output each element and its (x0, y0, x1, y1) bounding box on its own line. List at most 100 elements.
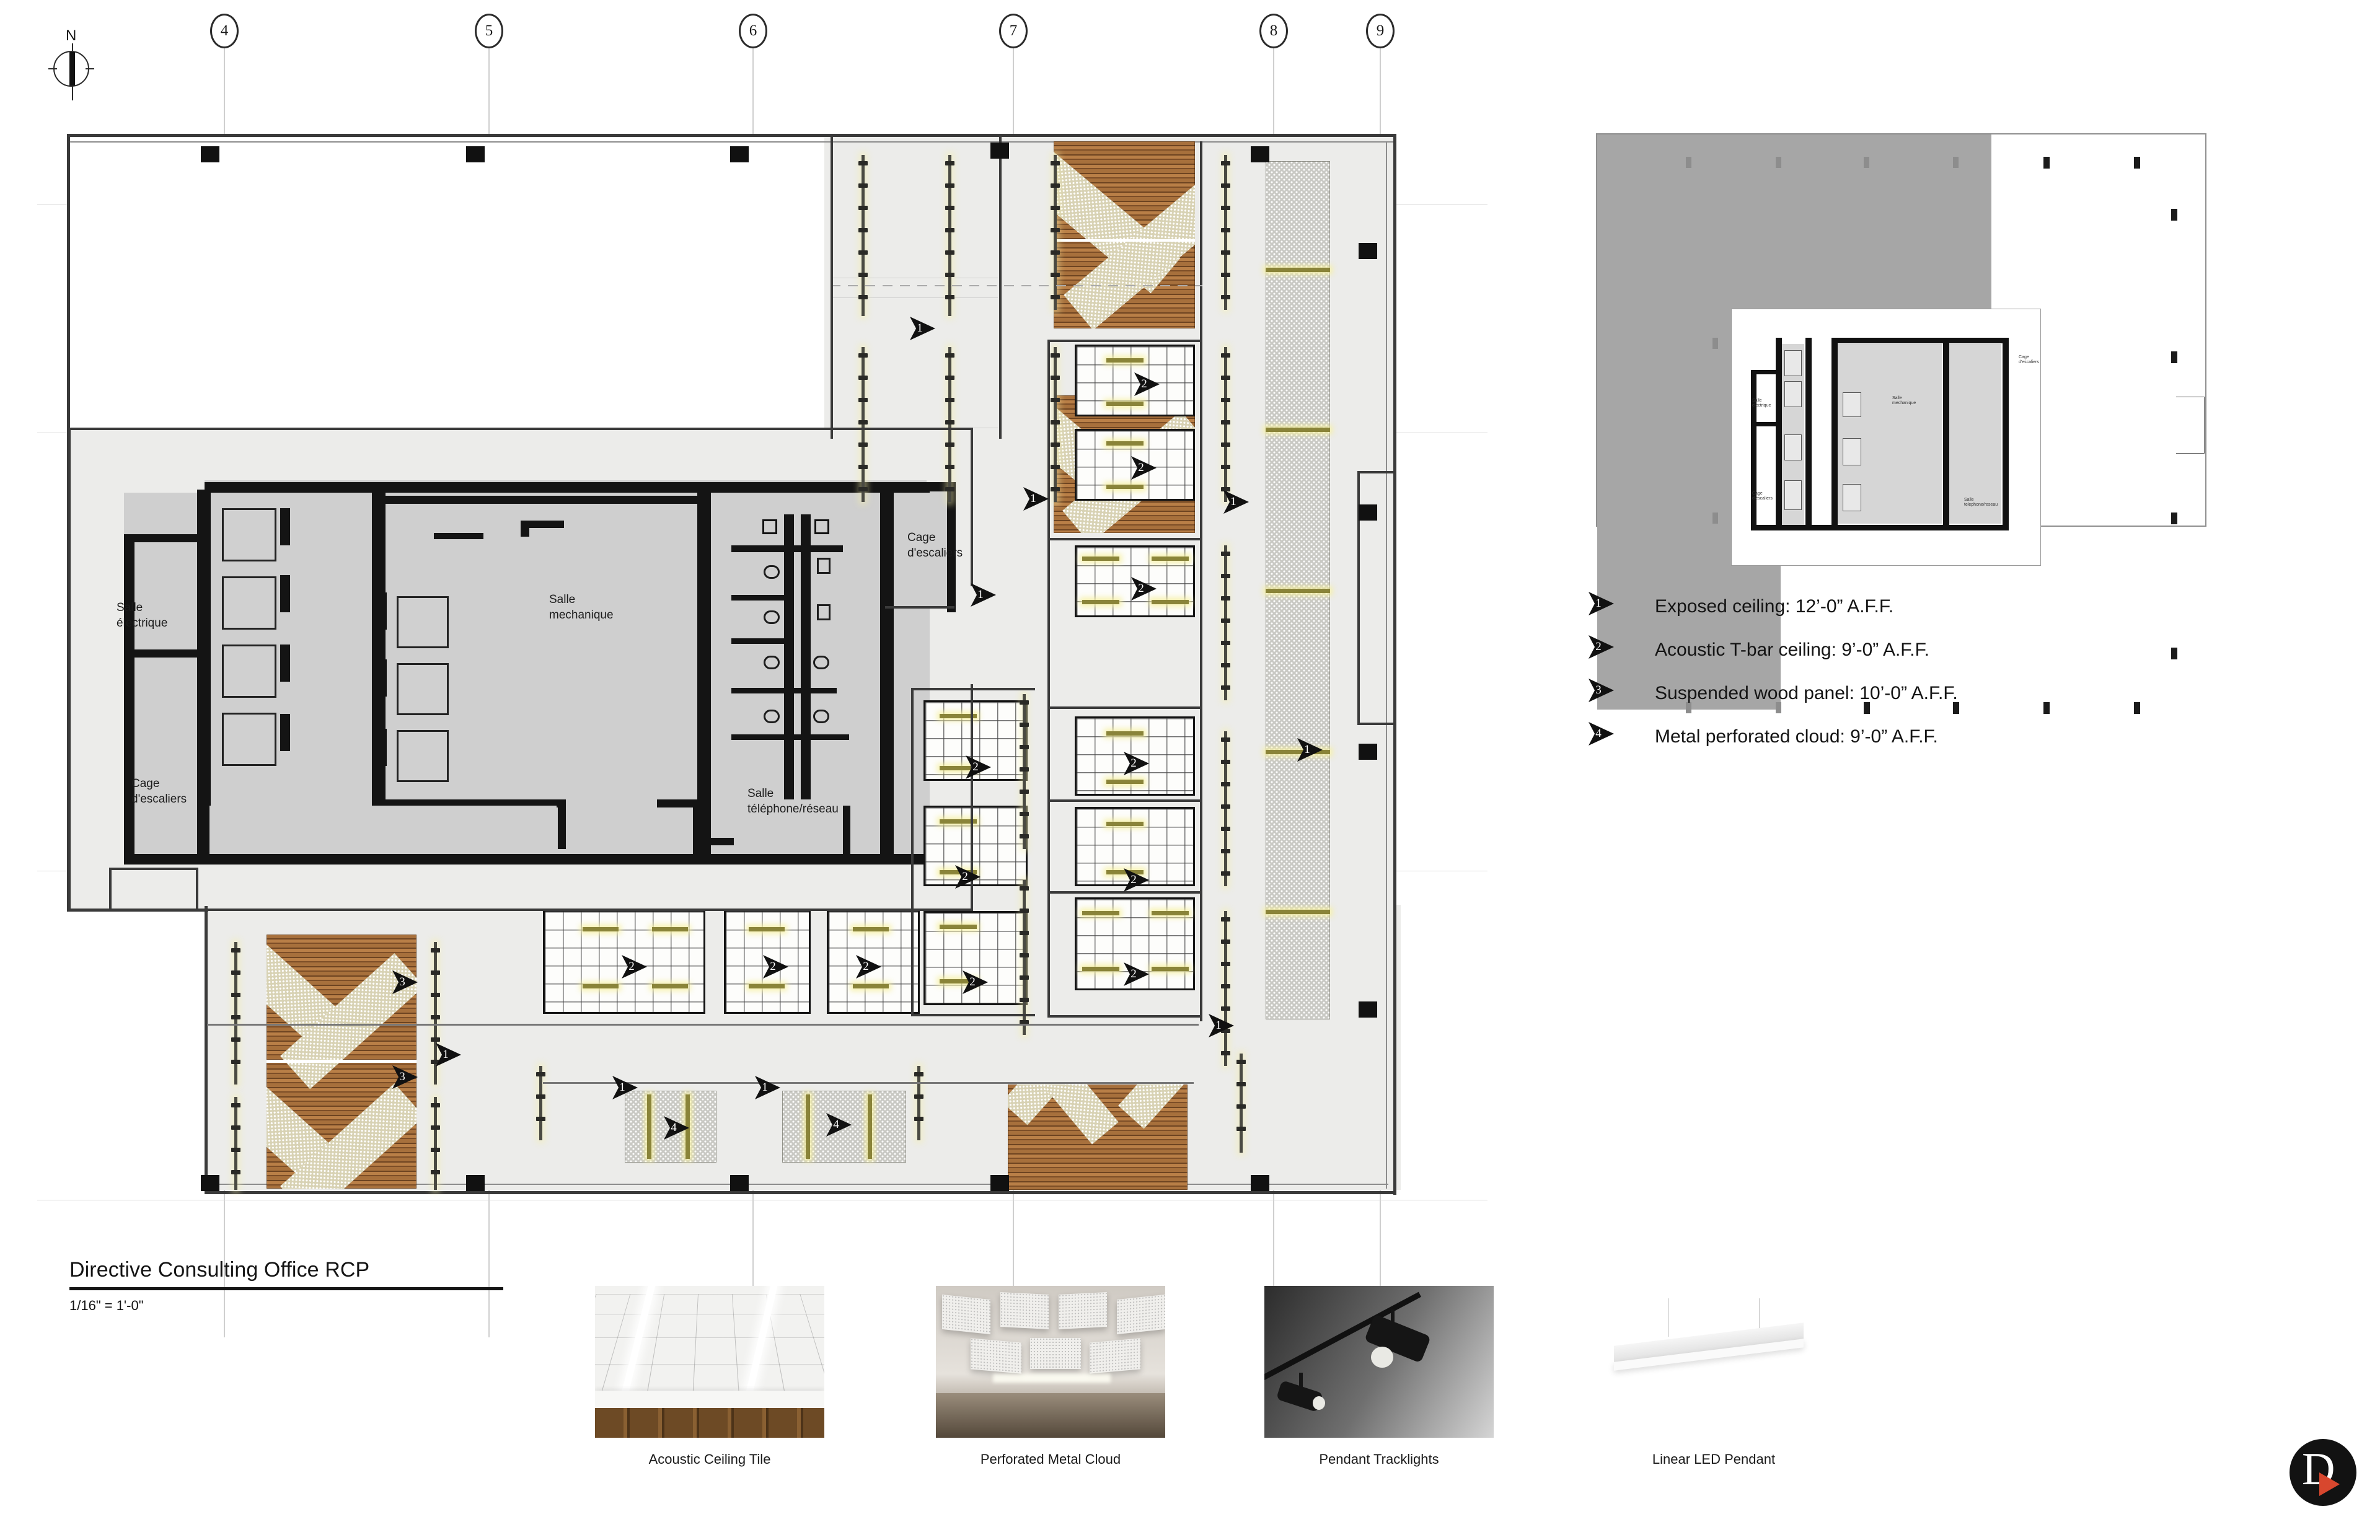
tracklight-lens-photo-detail (1313, 1396, 1325, 1410)
equipment-box (397, 663, 449, 715)
grid-bubble-7[interactable]: 7 (999, 14, 1028, 48)
tracklight-head (536, 1094, 545, 1099)
marker-number: 2 (972, 760, 979, 773)
ceiling-type-marker-2: 2 (1122, 751, 1150, 776)
recessed-linear-fixture (1152, 557, 1189, 561)
tracklight-head (1221, 353, 1230, 358)
tracklight-head (1051, 442, 1060, 447)
marker-number: 4 (833, 1118, 839, 1131)
tracklight-head (858, 273, 868, 277)
mech-niche-a (434, 533, 483, 539)
tracklight-head (1221, 1029, 1230, 1033)
recessed-linear-fixture (1106, 731, 1144, 736)
product-pendant-tracklights: Pendant Tracklights (1264, 1286, 1494, 1467)
ceiling-type-marker-2: 2 (953, 865, 982, 889)
marker-arrow-icon (1124, 752, 1149, 775)
recessed-linear-fixture (1106, 822, 1144, 826)
marker-arrow-icon (1209, 1014, 1234, 1037)
core-notch-c (196, 868, 198, 911)
grid-bubble-8[interactable]: 8 (1259, 14, 1288, 48)
core-pier (280, 645, 290, 682)
pendant-tracklight-run (1221, 731, 1230, 886)
key-plan-shaded-area-lower (1597, 562, 1781, 710)
product-linear-led-pendant: Linear LED Pendant (1599, 1286, 1828, 1467)
tracklight-head (231, 1015, 240, 1019)
recessed-linear-fixture (940, 979, 977, 983)
tracklight-head (945, 228, 954, 232)
tracklight-head (1051, 250, 1060, 255)
perimeter-bottom2 (205, 1184, 1388, 1185)
tracklight-head (1221, 228, 1230, 232)
tracklight-head (1221, 552, 1230, 556)
tracklight-head (231, 993, 240, 997)
tracklight-head (1051, 161, 1060, 165)
key-plan-column (1686, 702, 1691, 713)
pendant-tracklight-run (945, 155, 954, 316)
core-wall-right-end (947, 482, 956, 612)
tracklight-head (431, 1103, 440, 1107)
key-plan-column (1712, 513, 1718, 524)
tracklight-head (858, 487, 868, 491)
washroom-div-c (731, 638, 793, 644)
tracklight-head (1221, 420, 1230, 425)
tracklight-head (1236, 1060, 1246, 1064)
directive-logo[interactable]: D (2290, 1439, 2356, 1506)
bulkhead-line (1047, 706, 1202, 709)
marker-arrow-icon (622, 955, 647, 979)
tracklight-head (1221, 376, 1230, 380)
marker-number: 2 (863, 960, 869, 973)
tracklight-head (1221, 1051, 1230, 1055)
grid-bubble-6[interactable]: 6 (739, 14, 767, 48)
cloud-glow-photo-detail (993, 1374, 1111, 1383)
product-photo (595, 1286, 824, 1438)
core-pier (377, 729, 387, 766)
recessed-linear-fixture (1106, 441, 1144, 446)
recessed-linear-fixture (1082, 967, 1119, 971)
marker-arrow-icon (1589, 635, 1614, 659)
logo-triangle-icon (2319, 1472, 2340, 1496)
marker-arrow-icon (910, 317, 935, 340)
tracklight-head (1020, 953, 1029, 957)
pendant-tracklight-run (1051, 347, 1060, 502)
marker-number: 1 (1215, 1019, 1222, 1032)
key-plan-column (1712, 338, 1718, 349)
grid-bubble-4[interactable]: 4 (210, 14, 239, 48)
core-edge-right (971, 428, 973, 586)
north-arrow: N (45, 27, 97, 100)
marker-number: 2 (1130, 757, 1137, 770)
linear-led-pendant (685, 1094, 690, 1159)
washroom-div-d (731, 688, 837, 693)
key-plan-core (1751, 370, 1781, 374)
column (466, 1175, 485, 1191)
perimeter-step-c (1357, 723, 1395, 725)
marker-number: 1 (1030, 492, 1036, 505)
ceiling-type-marker-2: 2 (854, 954, 883, 979)
key-plan-column (2171, 648, 2177, 659)
key-plan-core (1831, 338, 2009, 343)
marker-number: 2 (962, 870, 968, 883)
key-plan-shaft (1843, 392, 1861, 417)
key-plan-shaft (1843, 484, 1861, 511)
core-wall-outer-top (205, 482, 930, 493)
tracklight-head (858, 228, 868, 232)
mech-niche-c (521, 521, 564, 528)
marker-number: 2 (1138, 461, 1144, 474)
recessed-linear-fixture (583, 984, 619, 988)
shaft-box (814, 519, 829, 534)
linear-pendant (1266, 268, 1330, 272)
tracklight-head (1051, 376, 1060, 380)
grid-bubble-5[interactable]: 5 (475, 14, 503, 48)
tracklight-head (1221, 782, 1230, 786)
tracklight-head (1221, 1006, 1230, 1011)
ceiling-type-marker-3: 3 (390, 1065, 419, 1089)
ceiling-type-marker-1: 1 (753, 1075, 782, 1100)
grid-bubble-9[interactable]: 9 (1366, 14, 1395, 48)
pendant-wire-photo-detail (1668, 1298, 1669, 1337)
key-plan-column (2171, 351, 2177, 363)
core-wall-right-bot (885, 606, 954, 609)
ceiling-type-marker-1: 1 (610, 1075, 639, 1100)
recessed-linear-fixture (1152, 911, 1189, 915)
tracklight-head (231, 1148, 240, 1152)
fixture-wc (764, 656, 780, 669)
